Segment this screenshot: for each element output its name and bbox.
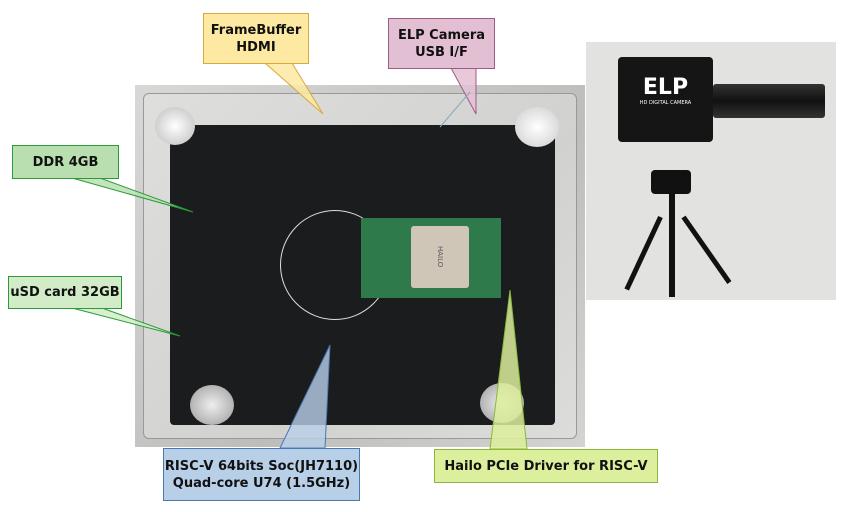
soc-tail: [279, 344, 331, 449]
callout-label: uSD card 32GB: [10, 285, 120, 300]
hailo-chip: HAILO: [411, 226, 469, 288]
elp-pointer-line: [439, 91, 471, 128]
camera-subtitle: HD DIGITAL CAMERA: [639, 100, 692, 106]
camera-lens: [713, 84, 825, 118]
callout-line: USB I/F: [415, 44, 468, 60]
standoff-top-left: [155, 107, 195, 145]
framebuffer-tail: [263, 62, 324, 115]
camera-brand: ELP: [642, 75, 689, 100]
board-photo: HAILO: [135, 85, 585, 447]
hailo-module: HAILO: [361, 218, 501, 298]
callout-line: ELP Camera: [397, 27, 486, 43]
hailo-tail: [489, 289, 528, 450]
camera-photo: ELP HD DIGITAL CAMERA: [586, 42, 836, 300]
usd-card-callout: uSD card 32GB: [8, 276, 122, 309]
standoff-bottom-left: [190, 385, 234, 425]
callout-line: Quad-core U74 (1.5GHz): [172, 475, 351, 491]
callout-label: Hailo PCIe Driver for RISC-V: [444, 458, 648, 474]
soc-callout: RISC-V 64bits Soc(JH7110)Quad-core U74 (…: [163, 448, 360, 501]
ddr-tail: [71, 177, 194, 213]
standoff-top-right: [515, 107, 559, 147]
camera-body: ELP HD DIGITAL CAMERA: [618, 57, 713, 142]
tripod-mount: [651, 170, 691, 194]
callout-label: DDR 4GB: [32, 154, 99, 170]
callout-line: HDMI: [236, 39, 276, 55]
tripod-leg: [669, 192, 675, 297]
usd-tail: [71, 307, 181, 337]
ddr-callout: DDR 4GB: [12, 145, 119, 179]
callout-line: FrameBuffer: [210, 22, 302, 38]
hailo-callout: Hailo PCIe Driver for RISC-V: [434, 449, 658, 483]
callout-line: RISC-V 64bits Soc(JH7110): [164, 458, 359, 474]
elp-tail: [450, 67, 477, 115]
